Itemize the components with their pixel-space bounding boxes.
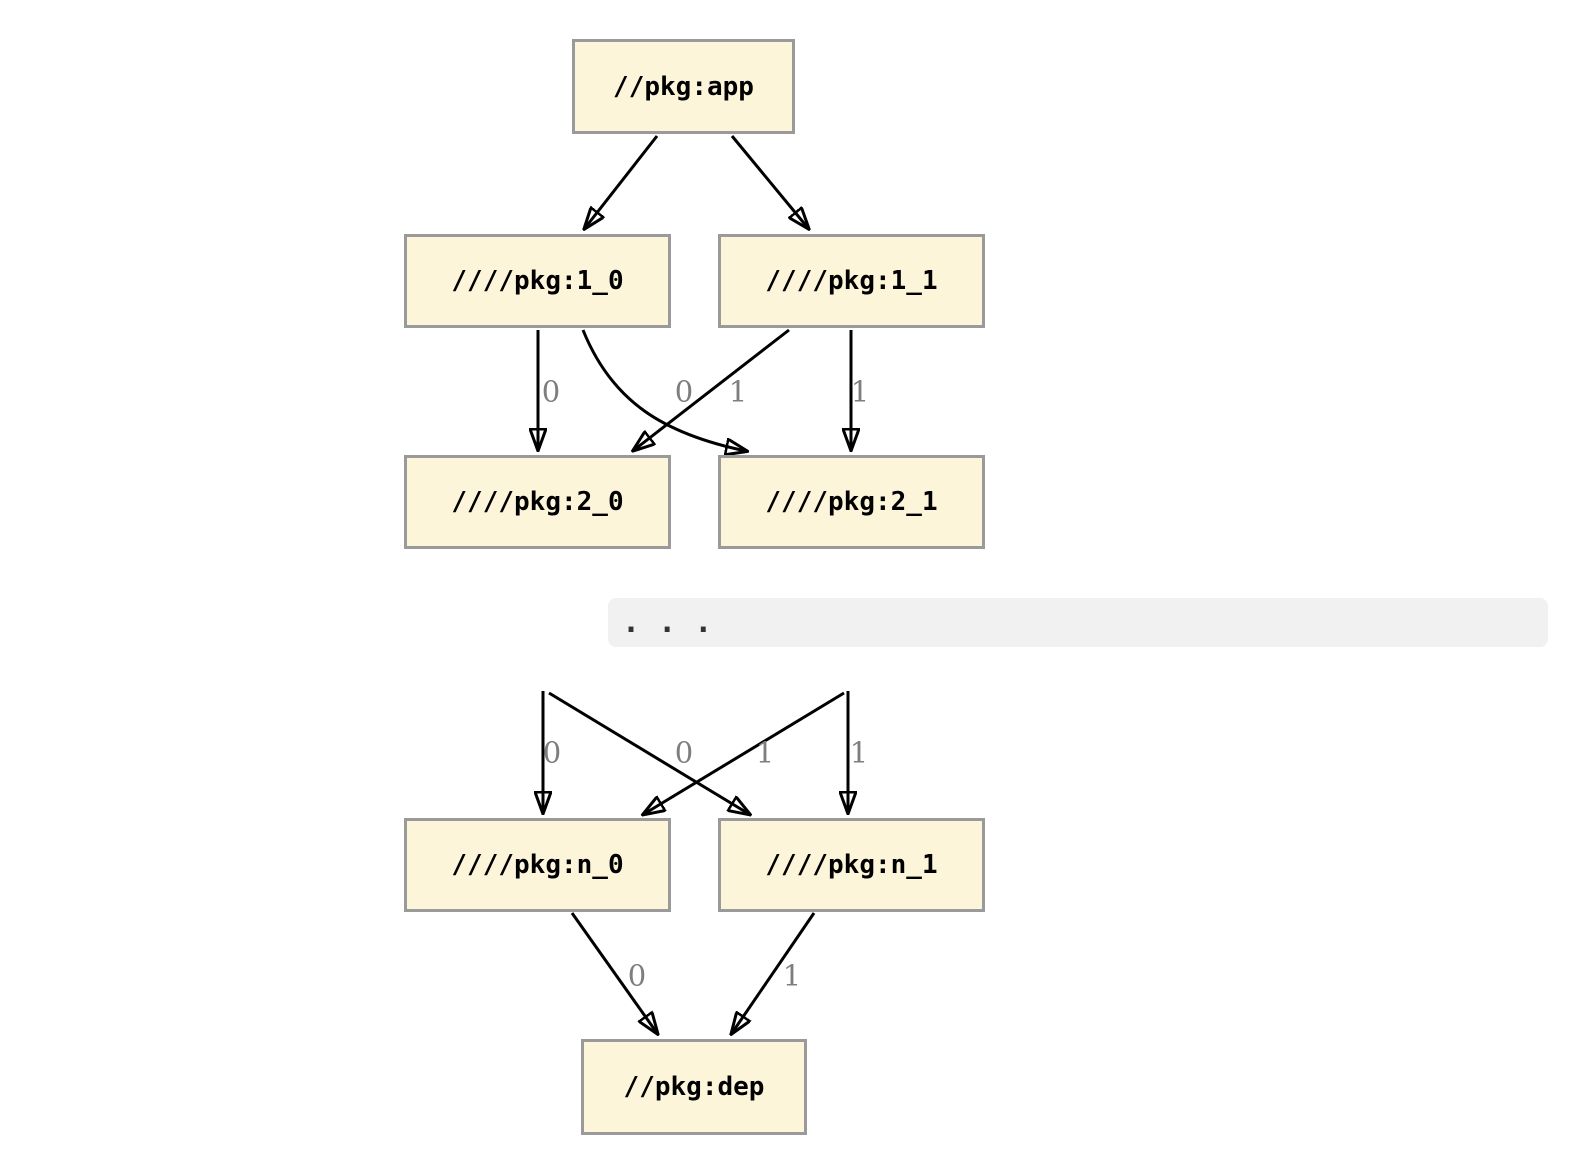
node-pkg-app: //pkg:app [572,39,795,134]
node-label-n_1: ////pkg:n_1 [765,850,938,880]
edge-app-to-1_0 [585,135,659,228]
edge-label-ellipsis-to-n_1: 1 [849,735,869,770]
node-pkg-1_0: ////pkg:1_0 [404,234,671,328]
edge-1_1-to-2_0 [634,328,790,450]
node-label-dep: //pkg:dep [623,1072,765,1102]
edge-ellipsis-to-n_1-cross [548,691,749,814]
edge-label-1_1-to-2_1: 1 [850,374,870,409]
edge-label-ellipsis-to-n_1-cross: 1 [755,735,775,770]
node-pkg-n_0: ////pkg:n_0 [404,818,671,912]
node-pkg-n_1: ////pkg:n_1 [718,818,985,912]
ellipsis-band: . . . [608,598,1548,647]
edge-n_1-to-dep [732,912,816,1033]
node-label-1_0: ////pkg:1_0 [451,266,624,296]
edge-label-1_0-to-2_0: 0 [541,374,561,409]
node-pkg-dep: //pkg:dep [581,1039,807,1135]
edge-1_0-to-2_1 [581,329,746,451]
node-label-n_0: ////pkg:n_0 [451,850,624,880]
edge-label-ellipsis-to-n_0: 0 [542,735,562,770]
ellipsis-text: . . . [622,605,713,640]
node-label-1_1: ////pkg:1_1 [765,266,938,296]
edge-n_0-to-dep [570,912,657,1033]
node-label-2_1: ////pkg:2_1 [765,487,938,517]
node-label-2_0: ////pkg:2_0 [451,487,624,517]
edge-app-to-1_1 [730,135,808,228]
node-pkg-2_0: ////pkg:2_0 [404,455,671,549]
edge-label-1_0-to-2_1: 1 [728,374,748,409]
edge-ellipsis-to-n_0-cross [644,691,845,814]
node-label-app: //pkg:app [613,71,754,102]
edge-label-n_0-to-dep: 0 [627,958,647,993]
edge-label-n_1-to-dep: 1 [782,958,802,993]
edge-label-1_1-to-2_0: 0 [674,374,694,409]
node-pkg-2_1: ////pkg:2_1 [718,455,985,549]
node-pkg-1_1: ////pkg:1_1 [718,234,985,328]
edge-label-ellipsis-to-n_0-cross: 0 [674,735,694,770]
